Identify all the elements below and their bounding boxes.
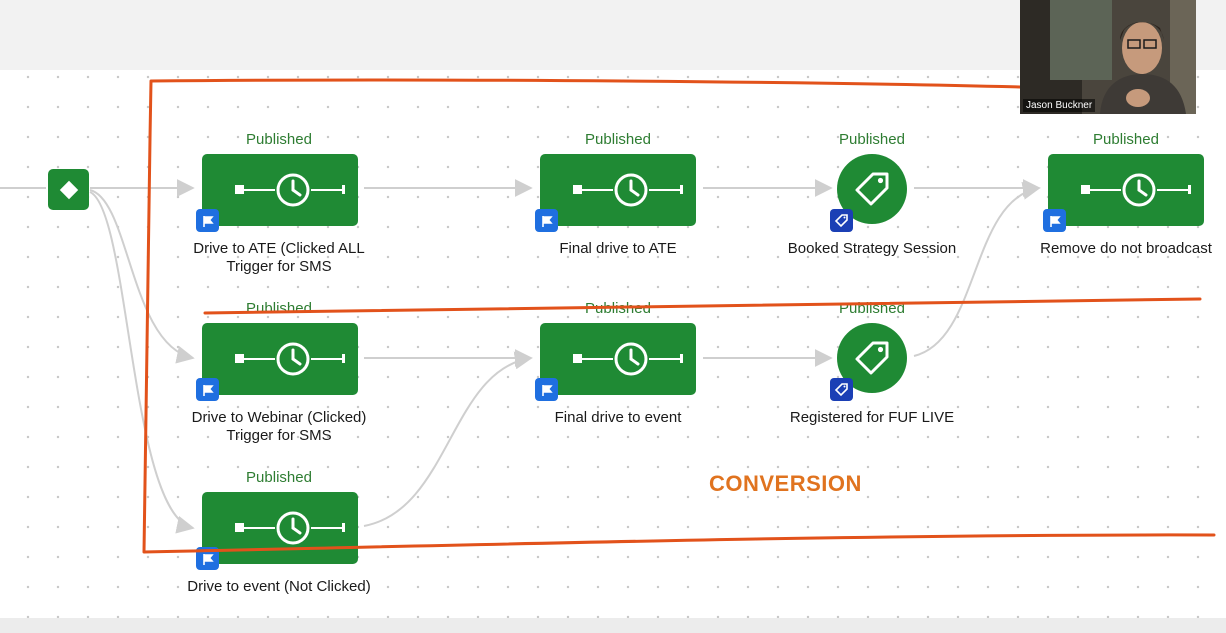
- node-label-final-drive-to-ate: Final drive to ATE: [498, 240, 738, 258]
- node-drive-to-event[interactable]: [202, 492, 358, 564]
- node-status: Published: [1093, 131, 1159, 148]
- timer-clock-icon: [573, 173, 683, 207]
- tag-icon: [855, 341, 889, 375]
- webcam-tile[interactable]: Jason Buckner: [1020, 0, 1196, 114]
- node-label-final-drive-to-event: Final drive to event: [498, 409, 738, 427]
- node-label-line: Drive to event (Not Clicked): [187, 578, 371, 595]
- node-label-line: Booked Strategy Session: [787, 240, 957, 257]
- bottom-bar: [0, 618, 1226, 633]
- node-status: Published: [246, 469, 312, 486]
- flag-badge: [535, 378, 558, 401]
- tag-icon: [855, 172, 889, 206]
- node-remove-do-not-broadcast[interactable]: [1048, 154, 1204, 226]
- tag-badge-icon: [834, 383, 848, 397]
- node-status: Published: [585, 131, 651, 148]
- node-final-drive-to-ate[interactable]: [540, 154, 696, 226]
- node-drive-to-ate[interactable]: [202, 154, 358, 226]
- start-node[interactable]: [48, 169, 89, 210]
- node-status: Published: [585, 300, 651, 317]
- node-label-line: Remove do not broadcast: [1040, 240, 1212, 257]
- node-label-drive-to-event: Drive to event (Not Clicked): [159, 578, 399, 596]
- node-label-line: Final drive to ATE: [559, 240, 677, 257]
- flag-badge: [196, 209, 219, 232]
- node-label-drive-to-webinar: Drive to Webinar (Clicked) Trigger for S…: [159, 409, 399, 445]
- tag-badge-icon: [834, 214, 848, 228]
- node-label-drive-to-ate: Drive to ATE (Clicked ALL Trigger for SM…: [159, 240, 399, 276]
- node-label-line: Drive to Webinar (Clicked): [191, 409, 367, 426]
- diamond-icon: [59, 180, 78, 199]
- node-drive-to-webinar[interactable]: [202, 323, 358, 395]
- annotation-conversion-label: CONVERSION: [709, 471, 862, 496]
- node-label-line: Final drive to event: [554, 409, 682, 426]
- timer-clock-icon: [1081, 173, 1191, 207]
- node-label-booked-strategy-session: Booked Strategy Session: [752, 240, 992, 258]
- flag-badge: [535, 209, 558, 232]
- flag-badge: [196, 547, 219, 570]
- timer-clock-icon: [235, 173, 345, 207]
- node-label-line: Trigger for SMS: [226, 258, 332, 275]
- flag-icon: [541, 215, 553, 227]
- connector-registered-remove: [913, 181, 1041, 357]
- flag-icon: [202, 215, 214, 227]
- participant-name: Jason Buckner: [1023, 99, 1096, 112]
- flag-badge: [196, 378, 219, 401]
- node-status: Published: [839, 300, 905, 317]
- flag-icon: [541, 384, 553, 396]
- node-label-remove-do-not-broadcast: Remove do not broadcast: [1006, 240, 1226, 258]
- flag-badge: [1043, 209, 1066, 232]
- node-status: Published: [839, 131, 905, 148]
- flag-icon: [1049, 215, 1061, 227]
- timer-clock-icon: [235, 511, 345, 545]
- node-final-drive-to-event[interactable]: [540, 323, 696, 395]
- flag-icon: [202, 384, 214, 396]
- participant-video: [1020, 0, 1196, 114]
- tag-badge: [830, 209, 853, 232]
- timer-clock-icon: [235, 342, 345, 376]
- tag-badge: [830, 378, 853, 401]
- flag-icon: [202, 553, 214, 565]
- node-label-line: Drive to ATE (Clicked ALL: [193, 240, 365, 257]
- timer-clock-icon: [573, 342, 683, 376]
- node-status: Published: [246, 300, 312, 317]
- node-label-registered-for-fuf-live: Registered for FUF LIVE: [752, 409, 992, 427]
- node-status: Published: [246, 131, 312, 148]
- node-label-line: Trigger for SMS: [226, 427, 332, 444]
- node-label-line: Registered for FUF LIVE: [789, 409, 955, 426]
